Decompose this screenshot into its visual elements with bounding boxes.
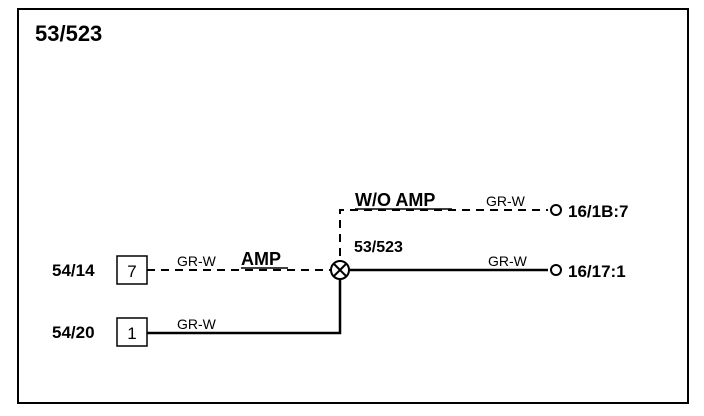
wire-wo-amp-branch <box>339 209 548 270</box>
amp-label: AMP <box>241 249 281 269</box>
splice-label: 53/523 <box>354 239 403 256</box>
pin-box-1 <box>116 317 148 347</box>
diagram-title: 53/523 <box>35 21 102 46</box>
pin-1-label: 1 <box>127 324 136 343</box>
wire-color-label-1b7: GR-W <box>486 193 526 209</box>
wo-amp-label: W/O AMP <box>355 190 435 210</box>
wire-color-label-16-17: GR-W <box>488 253 528 269</box>
pin-box-7 <box>116 255 148 285</box>
wire-color-label-amp: GR-W <box>177 253 217 269</box>
connector-54-14-label: 54/14 <box>52 261 95 280</box>
wire-color-label-54-20: GR-W <box>177 316 217 332</box>
pin-7-label: 7 <box>127 262 136 281</box>
terminal-16-17-1 <box>550 264 562 276</box>
destination-16-1b7: 16/1B:7 <box>568 202 628 221</box>
connector-54-20-label: 54/20 <box>52 323 95 342</box>
wire-54-20 <box>147 279 342 335</box>
terminal-16-1b7 <box>550 204 562 216</box>
splice-point <box>330 260 350 280</box>
destination-16-17-1: 16/17:1 <box>568 262 626 281</box>
